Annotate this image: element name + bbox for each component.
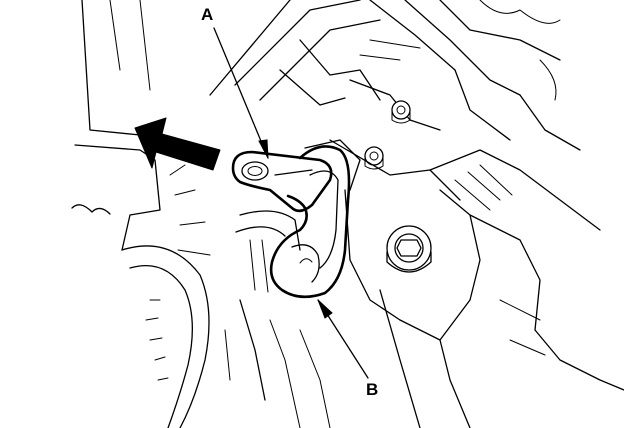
callout-label-b: B bbox=[366, 380, 379, 399]
callout-label-a: A bbox=[201, 5, 214, 24]
transmission-housing bbox=[224, 139, 624, 428]
callout-leader-a bbox=[213, 27, 269, 159]
engine-block bbox=[209, 0, 581, 151]
bold-arrow-left-icon bbox=[134, 117, 221, 171]
belt-cover-outline bbox=[71, 0, 211, 428]
mounting-bracket bbox=[235, 139, 361, 293]
callout-leader-b bbox=[317, 299, 369, 379]
part-b-clip bbox=[269, 145, 351, 299]
part-a-lever bbox=[231, 150, 333, 213]
mounting-bolts bbox=[364, 100, 432, 273]
